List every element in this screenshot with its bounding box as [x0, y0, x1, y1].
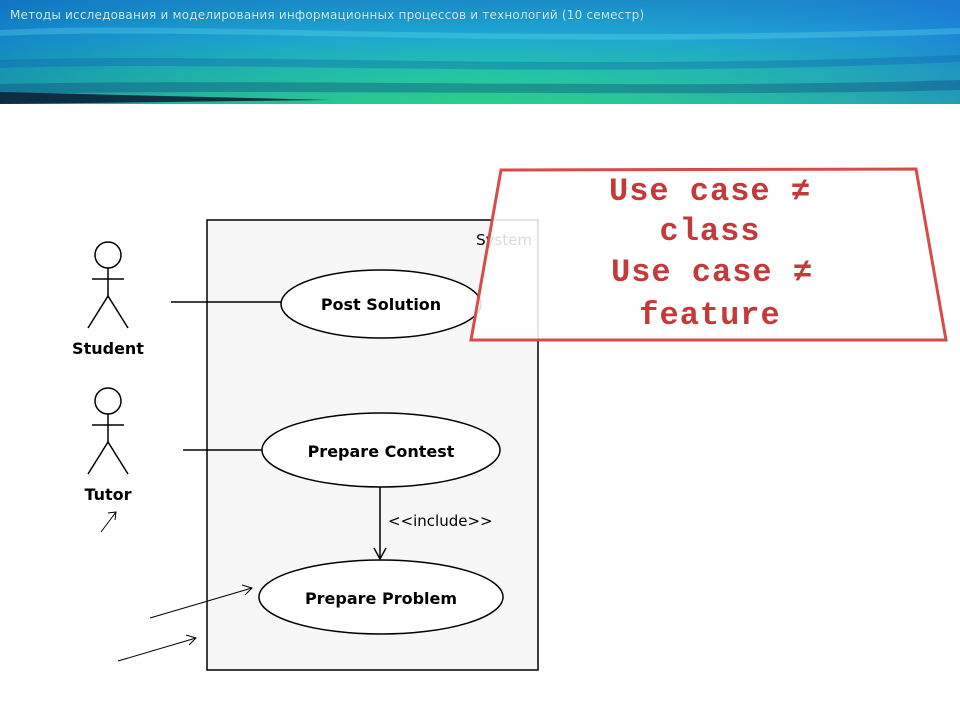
stray-arrow-2	[149, 587, 253, 619]
use-case-prepare-contest-ellipse	[261, 412, 501, 488]
actor-tutor-leg-right	[107, 441, 129, 475]
slide-header-banner: Методы исследования и моделирования инфо…	[0, 0, 960, 108]
use-case-prepare-contest[interactable]: Prepare Contest	[261, 412, 501, 488]
actor-tutor	[87, 387, 129, 475]
stray-arrow-1	[100, 511, 117, 533]
actor-tutor-label: Tutor	[84, 485, 131, 504]
callout-note-line-3: Use case ≠	[611, 254, 813, 291]
use-case-prepare-contest-label: Prepare Contest	[308, 442, 455, 461]
actor-tutor-head	[94, 387, 122, 415]
callout-note: Use case ≠ class Use case ≠ feature	[469, 167, 948, 342]
header-course-title: Методы исследования и моделирования инфо…	[10, 8, 645, 22]
stray-arrow-1-head	[107, 511, 117, 521]
callout-note-line-4: feature	[639, 297, 780, 334]
actor-student-leg-left	[87, 295, 109, 329]
actor-student-label: Student	[72, 339, 144, 358]
stray-arrow-2-head	[241, 584, 253, 596]
use-case-prepare-problem[interactable]: Prepare Problem	[258, 559, 504, 635]
stray-arrow-3-head	[185, 634, 197, 646]
callout-note-line-2: class	[659, 213, 760, 250]
actor-tutor-leg-left	[87, 441, 109, 475]
use-case-post-solution[interactable]: Post Solution	[280, 269, 482, 339]
callout-note-line-1: Use case ≠	[609, 173, 811, 210]
header-wave-graphic	[0, 0, 960, 108]
use-case-prepare-problem-label: Prepare Problem	[305, 589, 457, 608]
actor-student-head	[94, 241, 122, 269]
actor-student	[87, 241, 129, 329]
include-label: <<include>>	[388, 512, 493, 530]
stray-arrow-3	[117, 637, 197, 662]
use-case-post-solution-label: Post Solution	[321, 295, 441, 314]
callout-note-frame	[469, 167, 948, 342]
actor-student-leg-right	[107, 295, 129, 329]
